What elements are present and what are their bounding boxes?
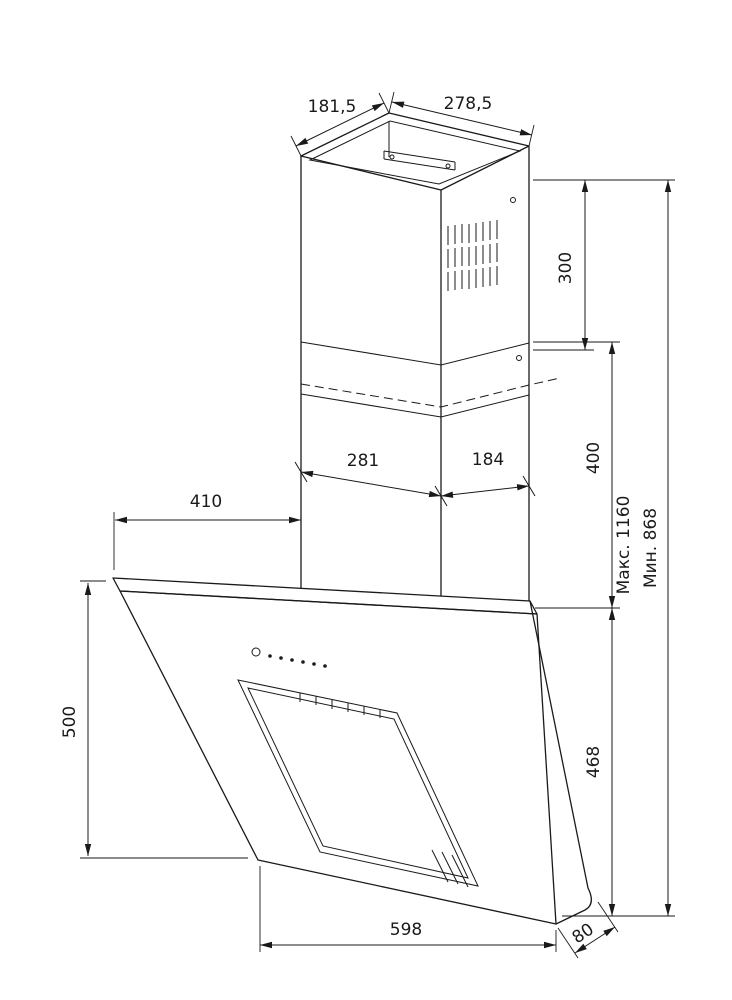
dim-label-500: 500 — [60, 706, 80, 738]
power-button-icon — [251, 647, 261, 657]
bracket-screw-icon — [389, 154, 395, 160]
dim-label-184: 184 — [472, 450, 504, 470]
ext-line — [259, 866, 557, 952]
hood-body — [112, 577, 592, 925]
ext-line — [388, 91, 535, 147]
mounting-bracket — [383, 121, 456, 171]
telescopic-joint-dashed-line — [300, 377, 561, 408]
dim-label-598: 598 — [390, 920, 422, 940]
bracket-screw-icon — [445, 163, 451, 169]
hood-glass-front-panel — [119, 590, 557, 925]
dim-label-overall-max: Макс. 1160 — [614, 496, 634, 595]
dim-label-278-5: 278,5 — [444, 94, 493, 114]
chimney-duct — [300, 112, 561, 602]
dim-line-278-5 — [391, 101, 533, 136]
duct-screw-icon — [516, 355, 522, 361]
chimney-top-rim-outer — [300, 112, 530, 191]
frame-hatch-lines — [431, 849, 469, 888]
ext-line — [533, 341, 620, 609]
dim-label-80: 80 — [569, 920, 598, 949]
telescopic-joint-lines — [300, 341, 530, 418]
button-dot-icon — [279, 656, 283, 660]
hood-inner-frame-outer — [237, 679, 479, 887]
ext-line — [80, 580, 248, 859]
hood-inner-frame-inner — [247, 687, 469, 879]
dim-line-281 — [300, 470, 442, 498]
dim-label-300: 300 — [556, 252, 576, 284]
dim-line-184 — [440, 484, 530, 498]
dim-label-410: 410 — [190, 492, 222, 512]
button-dot-icon — [312, 662, 316, 666]
control-buttons — [268, 654, 327, 668]
button-dot-icon — [301, 660, 305, 664]
hood-right-side-panel — [529, 600, 592, 925]
vent-grille — [447, 220, 498, 291]
dimension-annotations: 181,5 278,5 410 500 281 184 300 400 468 — [60, 91, 675, 959]
duct-screw-icon — [510, 197, 516, 203]
dim-label-181-5: 181,5 — [308, 97, 357, 117]
dim-line-181-5 — [295, 102, 385, 147]
frame-ticks — [299, 693, 381, 718]
button-dot-icon — [323, 664, 327, 668]
dim-line-80 — [574, 926, 616, 954]
dim-label-400: 400 — [584, 442, 604, 474]
button-dot-icon — [268, 654, 272, 658]
hood-top-surface — [112, 577, 538, 615]
ext-line — [533, 179, 675, 351]
dim-label-281: 281 — [347, 451, 379, 471]
button-dot-icon — [290, 658, 294, 662]
chimney-top-rim-inner — [308, 120, 522, 185]
dim-label-overall-min: Мин. 868 — [641, 508, 661, 588]
dim-label-468: 468 — [584, 746, 604, 778]
